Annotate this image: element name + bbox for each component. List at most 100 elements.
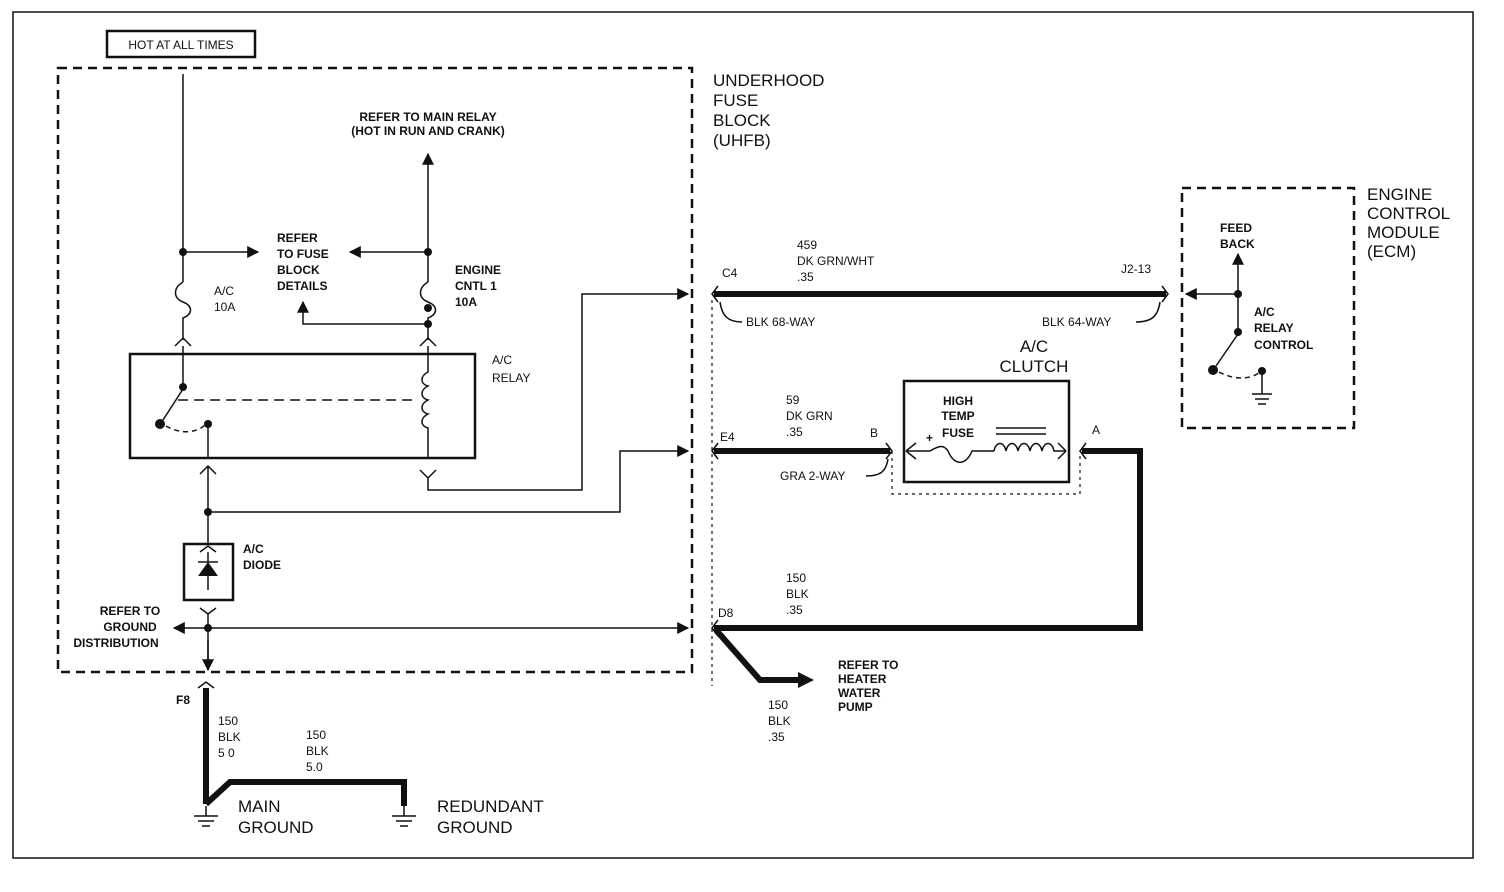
high-temp-fuse-label: HIGH TEMP FUSE bbox=[941, 394, 974, 440]
redundant-ground-2: GROUND bbox=[437, 818, 513, 837]
ecm-boundary bbox=[1180, 186, 1356, 430]
wire-150-d8-1: 150 bbox=[786, 571, 806, 585]
ac-relay-control-label: A/C RELAY CONTROL bbox=[1254, 305, 1313, 352]
engine-fuse-label-3: 10A bbox=[455, 295, 477, 309]
refer-heater-2: HEATER bbox=[838, 672, 887, 686]
ac-relay-label: A/C RELAY bbox=[492, 353, 530, 385]
refer-heater-4: PUMP bbox=[838, 700, 873, 714]
c4-label: C4 bbox=[722, 266, 738, 280]
refer-ground-label: REFER TO GROUND DISTRIBUTION bbox=[73, 604, 160, 650]
wire-150-red-1: 150 bbox=[306, 728, 326, 742]
wire-150-redundant-label: 150 BLK 5.0 bbox=[306, 728, 329, 774]
feed-back-1: FEED bbox=[1220, 221, 1252, 235]
relay-control-3: CONTROL bbox=[1254, 338, 1313, 352]
engine-fuse-label: ENGINE CNTL 1 10A bbox=[455, 263, 501, 309]
heater-pump-arrow bbox=[798, 672, 814, 688]
wire-59-2: DK GRN bbox=[786, 409, 833, 423]
ecm-label: ENGINE CONTROL MODULE (ECM) bbox=[1367, 185, 1450, 261]
relay-coil-ground-terminal bbox=[419, 294, 688, 491]
relay-output-to-e4 bbox=[208, 445, 690, 513]
uhfb-line-3: BLOCK bbox=[713, 111, 771, 130]
uhfb-label: UNDERHOOD FUSE BLOCK (UHFB) bbox=[713, 71, 824, 150]
main-ground-icon bbox=[194, 806, 218, 827]
refer-fuse-block-4: DETAILS bbox=[277, 279, 327, 293]
high-temp-1: HIGH bbox=[943, 394, 973, 408]
ac-relay-label-2: RELAY bbox=[492, 371, 530, 385]
gra-2-way-leader bbox=[865, 458, 889, 477]
feed-back-label: FEED BACK bbox=[1220, 221, 1255, 251]
engine-fuse-label-1: ENGINE bbox=[455, 263, 501, 277]
blk-64-way-leader bbox=[1135, 301, 1161, 323]
uhfb-line-2: FUSE bbox=[713, 91, 758, 110]
e4-terminal bbox=[711, 442, 719, 460]
ac-clutch-2: CLUTCH bbox=[1000, 357, 1069, 376]
high-temp-2: TEMP bbox=[941, 409, 974, 423]
e4-label: E4 bbox=[720, 430, 735, 444]
wire-150-d8-label: 150 BLK .35 bbox=[786, 571, 809, 617]
refer-main-relay-label: REFER TO MAIN RELAY (HOT IN RUN AND CRAN… bbox=[351, 110, 505, 138]
ecm-label-3: MODULE bbox=[1367, 223, 1440, 242]
main-ground-label: MAIN GROUND bbox=[238, 797, 314, 837]
svg-text:+: + bbox=[926, 431, 933, 445]
redundant-ground-icon bbox=[392, 806, 416, 827]
ecm-driver-switch bbox=[1208, 333, 1272, 405]
diagram-border bbox=[12, 11, 1474, 859]
refer-ground-2: GROUND bbox=[103, 620, 157, 634]
main-ground-2: GROUND bbox=[238, 818, 314, 837]
ac-diode-box bbox=[182, 542, 235, 602]
wire-150-red-3: 5.0 bbox=[306, 760, 323, 774]
ac-fuse-label-2: 10A bbox=[214, 300, 235, 314]
wire-to-fuse-block-details-lower bbox=[297, 300, 428, 325]
blk-68-way-leader bbox=[719, 301, 743, 323]
wire-150-pump-3: .35 bbox=[768, 730, 785, 744]
wire-150-red-2: BLK bbox=[306, 744, 329, 758]
j2-13-label: J2-13 bbox=[1121, 262, 1151, 276]
ecm-label-2: CONTROL bbox=[1367, 204, 1450, 223]
f8-label: F8 bbox=[176, 693, 190, 707]
ac-diode-label: A/C DIODE bbox=[243, 542, 281, 572]
ac-diode-label-2: DIODE bbox=[243, 558, 281, 572]
ac-clutch-1: A/C bbox=[1020, 337, 1048, 356]
ac-clutch-box bbox=[902, 379, 1071, 484]
ecm-label-4: (ECM) bbox=[1367, 242, 1416, 261]
relay-control-2: RELAY bbox=[1254, 321, 1294, 335]
c4-terminal bbox=[711, 285, 719, 303]
pin-b-label: B bbox=[870, 426, 878, 440]
wire-150-f8-3: 5 0 bbox=[218, 746, 235, 760]
refer-ground-3: DISTRIBUTION bbox=[73, 636, 158, 650]
wire-150-d8-3: .35 bbox=[786, 603, 803, 617]
ecm-label-1: ENGINE bbox=[1367, 185, 1432, 204]
refer-fuse-block-label: REFER TO FUSE BLOCK DETAILS bbox=[277, 231, 329, 293]
ac-diode-label-1: A/C bbox=[243, 542, 264, 556]
engine-cntl-fuse bbox=[419, 281, 437, 347]
main-ground-1: MAIN bbox=[238, 797, 281, 816]
ac-fuse-label: A/C 10A bbox=[214, 284, 235, 314]
blk-64-way-label: BLK 64-WAY bbox=[1042, 315, 1111, 329]
uhfb-line-4: (UHFB) bbox=[713, 131, 771, 150]
refer-main-relay-1: REFER TO MAIN RELAY bbox=[359, 110, 496, 124]
refer-fuse-block-3: BLOCK bbox=[277, 263, 320, 277]
refer-main-relay-2: (HOT IN RUN AND CRANK) bbox=[351, 124, 505, 138]
clutch-a-terminal bbox=[1079, 442, 1087, 460]
wire-59-label: 59 DK GRN .35 bbox=[786, 393, 833, 439]
wire-150-pump-1: 150 bbox=[768, 698, 788, 712]
refer-heater-label: REFER TO HEATER WATER PUMP bbox=[838, 658, 898, 714]
wire-459-label: 459 DK GRN/WHT .35 bbox=[797, 238, 875, 284]
d8-label: D8 bbox=[718, 606, 734, 620]
ac-clutch-housing bbox=[891, 451, 1081, 495]
f8-connector bbox=[197, 681, 215, 689]
ac-fuse-label-1: A/C bbox=[214, 284, 234, 298]
uhfb-line-1: UNDERHOOD bbox=[713, 71, 824, 90]
engine-fuse-label-2: CNTL 1 bbox=[455, 279, 497, 293]
hot-at-all-times-label: HOT AT ALL TIMES bbox=[105, 29, 257, 59]
uhfb-boundary bbox=[56, 66, 694, 674]
ecm-splice-bottom bbox=[1234, 328, 1242, 336]
relay-output-terminal bbox=[199, 464, 217, 512]
wire-59-1: 59 bbox=[786, 393, 800, 407]
feed-back-2: BACK bbox=[1220, 237, 1255, 251]
refer-heater-1: REFER TO bbox=[838, 658, 898, 672]
refer-heater-3: WATER bbox=[838, 686, 881, 700]
gra-2-way-label: GRA 2-WAY bbox=[780, 469, 845, 483]
ac-relay-label-1: A/C bbox=[492, 353, 512, 367]
